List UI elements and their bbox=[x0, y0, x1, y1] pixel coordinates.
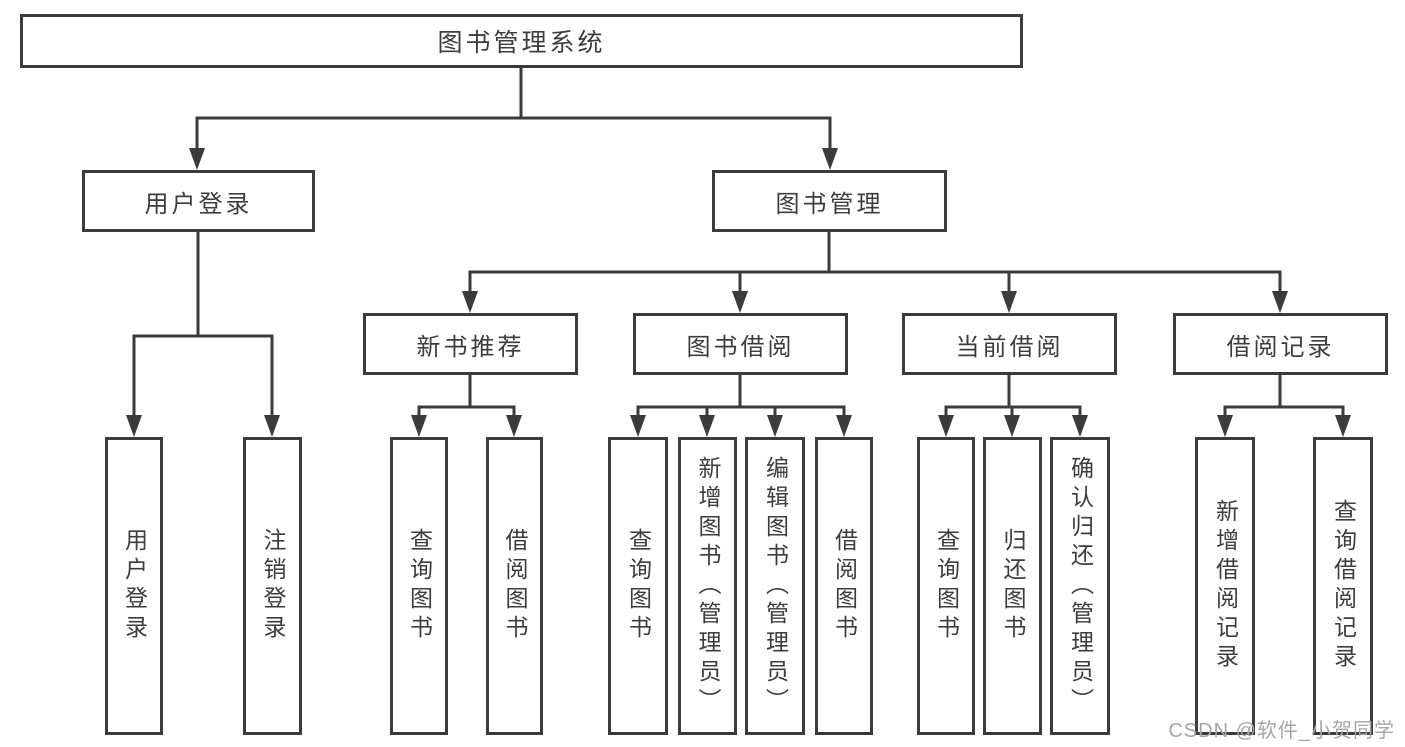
node-library-management-system: 图书管理系统 bbox=[20, 14, 1023, 68]
leaf-query-books-recommend: 查询图书 bbox=[390, 437, 448, 735]
leaf-user-login: 用户登录 bbox=[105, 437, 163, 735]
node-label: 注销登录 bbox=[260, 528, 286, 644]
node-label: 新增图书（管理员） bbox=[695, 455, 721, 717]
leaf-query-books-current: 查询图书 bbox=[917, 437, 975, 735]
leaf-edit-books-admin: 编辑图书（管理员） bbox=[745, 437, 805, 735]
edge-book-borrow-split bbox=[636, 375, 846, 416]
node-label: 图书借阅 bbox=[686, 333, 795, 361]
edge-root-split bbox=[195, 68, 832, 150]
csdn-watermark: CSDN @软件_小贺同学 bbox=[1168, 720, 1395, 742]
node-label: 当前借阅 bbox=[955, 333, 1064, 361]
node-label: 查询图书 bbox=[625, 528, 652, 644]
node-user-login: 用户登录 bbox=[82, 170, 315, 232]
node-label: 用户登录 bbox=[144, 190, 253, 218]
node-label: 借阅图书 bbox=[502, 528, 528, 644]
node-label: 借阅图书 bbox=[831, 528, 858, 644]
edge-current-borrow-split bbox=[944, 375, 1082, 416]
node-label: 新增借阅记录 bbox=[1212, 499, 1239, 673]
node-label: 查询借阅记录 bbox=[1330, 499, 1357, 673]
arrowheads bbox=[126, 148, 1351, 437]
leaf-logout: 注销登录 bbox=[243, 437, 302, 735]
edge-user-login-split bbox=[132, 232, 274, 416]
node-book-borrowing: 图书借阅 bbox=[633, 313, 848, 375]
leaf-query-books-borrow: 查询图书 bbox=[608, 437, 668, 735]
leaf-add-books-admin: 新增图书（管理员） bbox=[678, 437, 737, 735]
leaf-return-books: 归还图书 bbox=[983, 437, 1042, 735]
node-label: 新书推荐 bbox=[416, 333, 525, 361]
node-borrowing-records: 借阅记录 bbox=[1173, 313, 1388, 375]
node-label: 图书管理系统 bbox=[437, 29, 606, 57]
leaf-add-borrow-record: 新增借阅记录 bbox=[1195, 437, 1255, 735]
node-label: 归还图书 bbox=[1000, 528, 1026, 644]
node-label: 查询图书 bbox=[933, 528, 960, 644]
edge-book-management-split bbox=[468, 232, 1282, 292]
node-new-book-recommendation: 新书推荐 bbox=[363, 313, 578, 375]
node-label: 图书管理 bbox=[775, 190, 884, 218]
node-label: 查询图书 bbox=[406, 528, 433, 644]
leaf-confirm-return-admin: 确认归还（管理员） bbox=[1050, 437, 1110, 735]
node-label: 借阅记录 bbox=[1226, 333, 1335, 361]
node-label: 确认归还（管理员） bbox=[1067, 455, 1094, 717]
leaf-borrow-books: 借阅图书 bbox=[815, 437, 873, 735]
node-book-management: 图书管理 bbox=[712, 170, 947, 232]
leaf-borrow-books-recommend: 借阅图书 bbox=[486, 437, 543, 735]
node-label: 用户登录 bbox=[121, 528, 148, 644]
leaf-query-borrow-record: 查询借阅记录 bbox=[1313, 437, 1373, 735]
edge-borrow-record-split bbox=[1223, 375, 1345, 416]
node-current-borrowing: 当前借阅 bbox=[902, 313, 1117, 375]
edge-new-book-split bbox=[417, 375, 516, 416]
node-label: 编辑图书（管理员） bbox=[762, 455, 789, 717]
